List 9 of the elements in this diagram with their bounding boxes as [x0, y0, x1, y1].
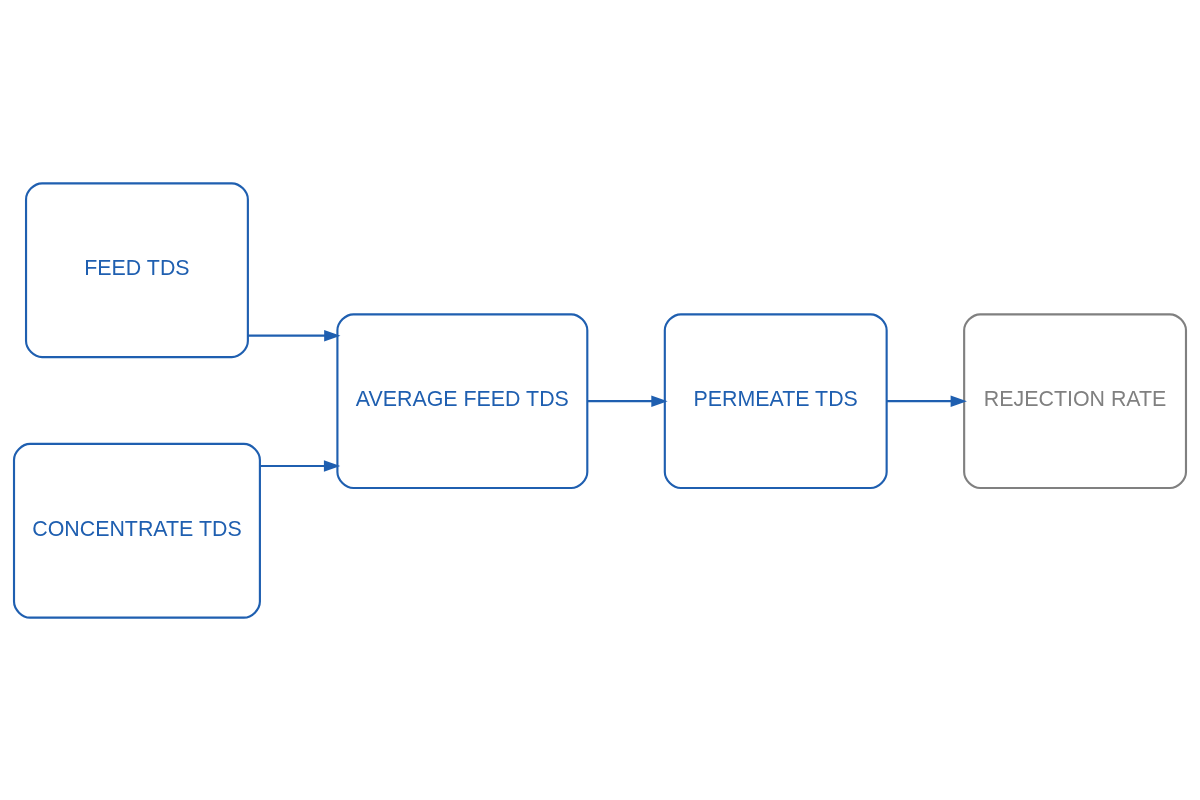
node-box: AVERAGE FEED TDS: [336, 312, 589, 489]
arrow: [248, 329, 341, 341]
node-box: REJECTION RATE: [963, 312, 1188, 489]
node-box: CONCENTRATE TDS: [12, 442, 261, 619]
node-box: PERMEATE TDS: [663, 312, 888, 489]
node-box: FEED TDS: [24, 181, 249, 358]
arrow: [587, 394, 668, 407]
arrow: [886, 394, 967, 407]
arrow: [260, 459, 341, 472]
